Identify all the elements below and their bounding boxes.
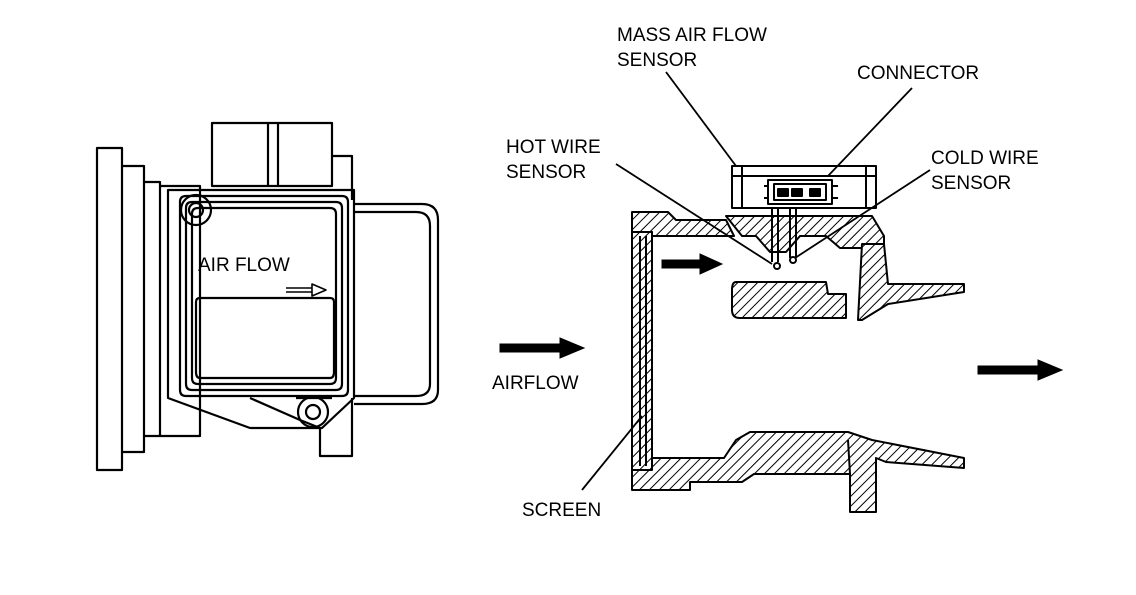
cold-wire-leader xyxy=(794,169,931,259)
hot-wire-label-line2: SENSOR xyxy=(506,162,586,183)
cold-wire-label-line2: SENSOR xyxy=(931,173,1011,194)
maf-label-line2: SENSOR xyxy=(617,50,697,71)
connector-label: CONNECTOR xyxy=(857,63,979,84)
flow-arrows xyxy=(499,253,1064,381)
callout-labels: MASS AIR FLOW SENSOR CONNECTOR HOT WIRE … xyxy=(492,25,1039,521)
outlet-arrow xyxy=(977,359,1064,381)
airflow-label: AIRFLOW xyxy=(492,373,579,394)
body-airflow-label: AIR FLOW xyxy=(198,255,290,276)
maf-label-line1: MASS AIR FLOW xyxy=(617,25,767,46)
screen-leader xyxy=(581,415,643,491)
cold-wire-label-line1: COLD WIRE xyxy=(931,148,1039,169)
bypass-arrow xyxy=(661,253,724,275)
maf-leader xyxy=(665,71,737,167)
connector-leader xyxy=(827,87,913,177)
hot-wire-label-line1: HOT WIRE xyxy=(506,137,601,158)
screen-label: SCREEN xyxy=(522,500,601,521)
maf-cutaway-section xyxy=(631,165,965,513)
inlet-arrow xyxy=(499,337,586,359)
hot-wire-leader xyxy=(615,163,773,265)
maf-housing-external-view xyxy=(95,121,440,472)
leader-lines xyxy=(581,71,931,491)
